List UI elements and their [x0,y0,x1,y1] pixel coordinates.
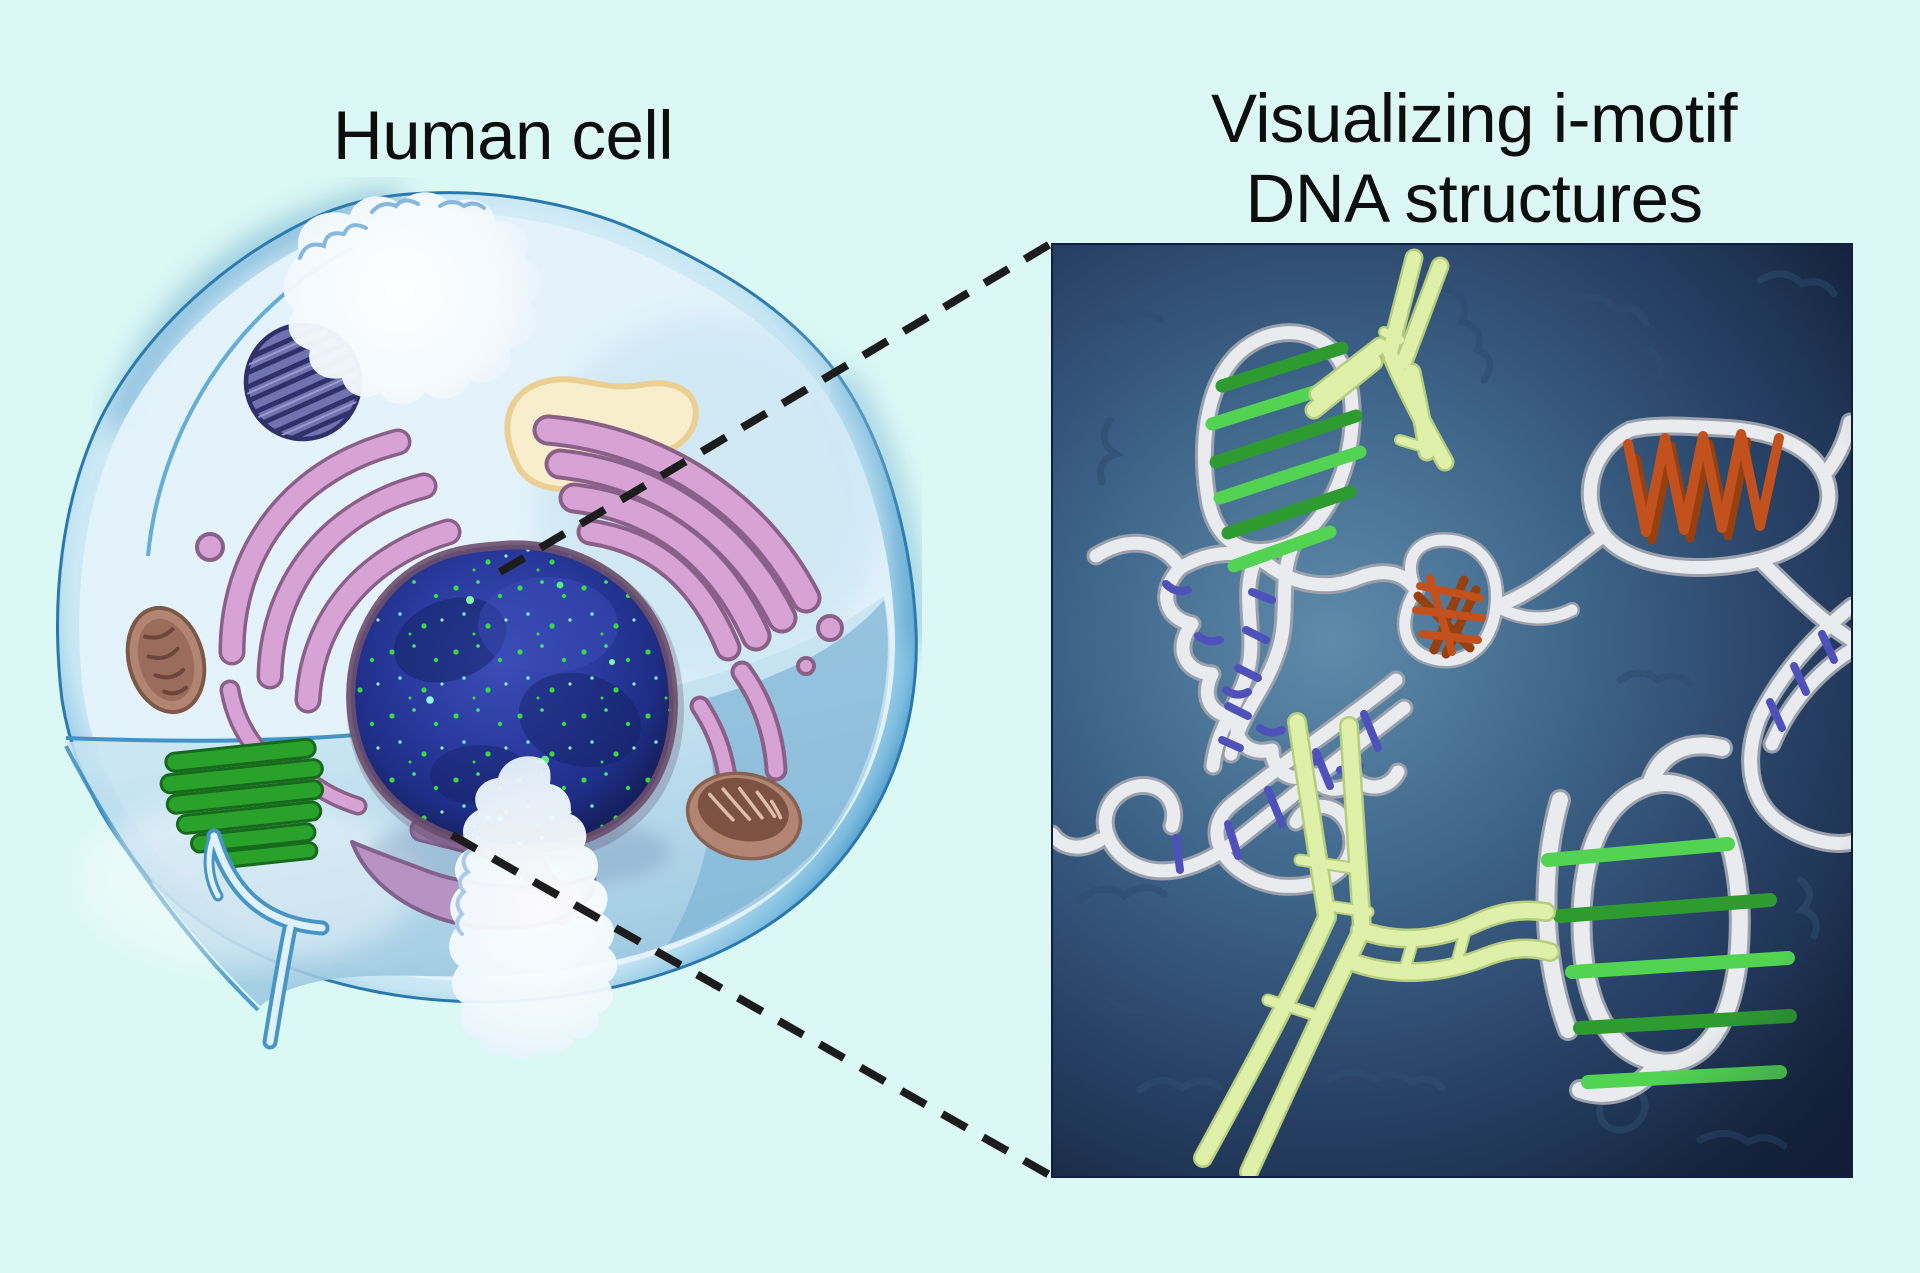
mitochondrion-left [125,605,207,715]
section-cut-line-horizontal [65,732,367,743]
nucleus [351,545,677,855]
human-cell-illustration [56,187,926,1060]
right-figure-title-line2: DNA structures [1245,160,1703,237]
right-figure-title-line1: Visualizing i-motif [1210,80,1738,157]
zoom-connector-lines [450,239,1055,1181]
panel-border [1051,243,1853,1178]
imotif-zoom-panel [1052,244,1852,1177]
connector-line-top [497,239,1055,576]
bottom-left-glow [80,795,420,965]
right-figure-title: Visualizing i-motif DNA structures [1210,79,1738,239]
er-vesicle-dots [195,532,844,676]
panel-vignette [1052,244,1852,1177]
membrane-ruffle-bottom [449,756,617,1060]
ruffle-squiggle-line-bottom [455,848,472,936]
ruffle-squiggle-lines [298,198,486,260]
membrane-ruffle-top [283,192,542,405]
connector-line-bottom [450,831,1055,1181]
mitochondrion-right [685,771,803,861]
left-figure-title: Human cell [332,97,674,174]
membrane-shade-topleft [107,187,403,434]
